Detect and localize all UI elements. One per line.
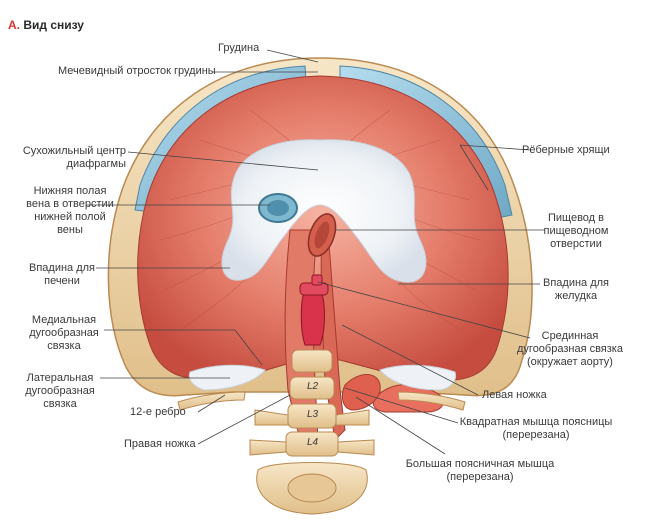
view-letter: А.: [8, 18, 20, 32]
label-psoas: Большая поясничная мышца (перерезана): [400, 458, 560, 484]
label-quadratus: Квадратная мышца поясницы (перерезана): [456, 416, 616, 442]
label-line: Впадина для: [542, 277, 610, 289]
label-line: Медиальная: [31, 314, 97, 326]
label-line: желудка: [554, 290, 598, 302]
label-sternum: Грудина: [218, 42, 260, 54]
label-vena-cava: Нижняя полая вена в отверстии нижней пол…: [22, 185, 118, 237]
label-esophagus: Пищевод в пищеводном отверстии: [536, 212, 616, 251]
label-line: Нижняя полая: [33, 185, 107, 197]
label-liver-recess: Впадина для печени: [26, 262, 98, 288]
label-stomach-recess: Впадина для желудка: [536, 277, 616, 303]
label-line: Большая поясничная мышца: [405, 458, 555, 470]
label-line: вены: [57, 224, 83, 236]
label-line: Впадина для: [28, 262, 96, 274]
label-line: (перерезана): [502, 429, 570, 441]
aorta: [299, 274, 329, 346]
view-title-text: Вид снизу: [23, 18, 84, 32]
label-line: печени: [44, 275, 80, 287]
vertebral-column: [249, 349, 375, 515]
label-costal-cartilage: Рёберные хрящи: [522, 144, 610, 156]
psoas-major: [341, 374, 381, 411]
label-lateral-arcuate: Латеральная дугообразная связка: [22, 372, 98, 411]
label-median-arcuate: Срединная дугообразная связка (окружает …: [512, 330, 628, 369]
label-rib-12: 12-е ребро: [130, 406, 186, 418]
label-line: Квадратная мышца поясницы: [459, 416, 613, 428]
label-line: Сухожильный центр: [22, 145, 126, 157]
label-l3: L3: [307, 409, 319, 420]
label-line: нижней полой: [34, 211, 106, 223]
label-line: Пищевод в: [547, 212, 604, 224]
label-xiphoid: Мечевидный отросток грудины: [58, 65, 216, 77]
label-line: (окружает аорту): [527, 356, 613, 368]
label-line: вена в отверстии: [26, 198, 114, 210]
label-line: пищеводном: [543, 225, 609, 237]
label-line: Срединная: [541, 330, 599, 342]
label-line: диафрагмы: [66, 158, 126, 170]
label-line: связка: [43, 398, 77, 410]
label-l4: L4: [307, 437, 319, 448]
label-left-crus: Левая ножка: [482, 389, 547, 401]
label-central-tendon: Сухожильный центр диафрагмы: [20, 145, 126, 171]
label-line: дугообразная связка: [517, 343, 623, 355]
label-line: связка: [47, 340, 81, 352]
rib-12-left: [397, 391, 466, 411]
central-tendon: [221, 139, 427, 283]
label-line: (перерезана): [446, 471, 514, 483]
view-title: А. Вид снизу: [8, 18, 84, 32]
arcuate-ligament-left: [379, 364, 457, 391]
label-line: Латеральная: [26, 372, 94, 384]
label-line: отверстии: [550, 238, 602, 250]
label-medial-arcuate: Медиальная дугообразная связка: [26, 314, 102, 353]
rib-12-right: [177, 391, 246, 411]
label-line: дугообразная: [29, 327, 99, 339]
label-l2: L2: [307, 381, 319, 392]
label-right-crus: Правая ножка: [124, 438, 196, 450]
leader-lines: [86, 49, 545, 455]
label-line: дугообразная: [25, 385, 95, 397]
